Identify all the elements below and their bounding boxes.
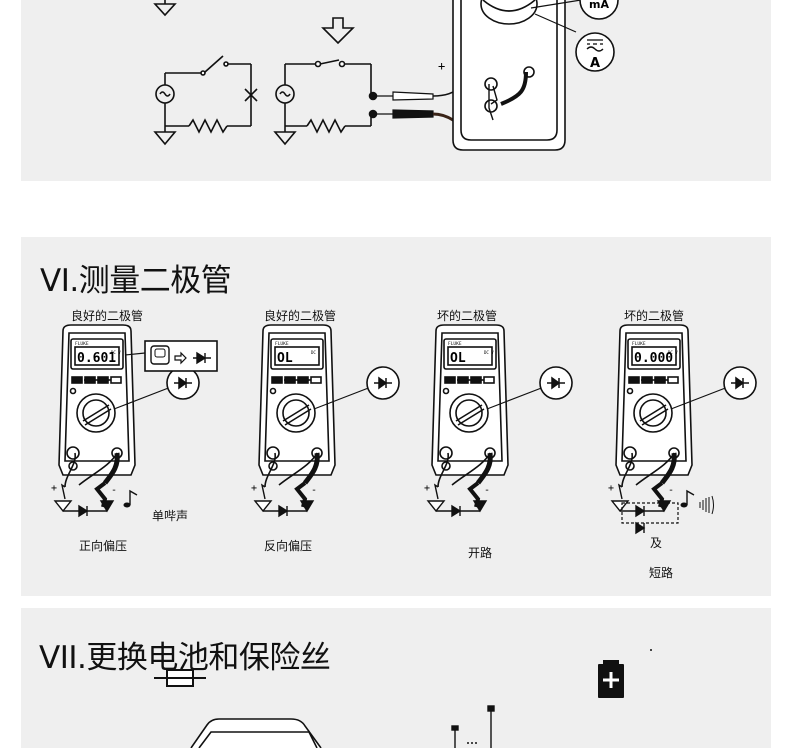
probe-plus-label: + — [251, 483, 257, 494]
probe-plus-label: + — [424, 483, 430, 494]
ground-icon — [153, 131, 177, 146]
diode-symbol-bottom — [451, 504, 462, 518]
diode-case-caption-2: 反向偏压 — [264, 539, 313, 553]
beep-icon — [123, 489, 138, 508]
resistor-icon — [188, 118, 228, 134]
multimeter-diode-case-3: FLUKE OL DC V + — [424, 324, 573, 518]
meter-unit: DC — [311, 350, 316, 355]
meter-reading: 0.000 — [634, 351, 673, 366]
black-probe — [392, 109, 434, 119]
diode-case-title-4: 坏的二极管 — [623, 309, 685, 323]
diode-case-title-3: 坏的二极管 — [436, 309, 498, 323]
current-measurement-illustration: + + - mA A — [153, 0, 619, 151]
probe-minus-label: - — [484, 485, 490, 496]
beep-icon-4 — [680, 489, 695, 508]
multimeter-diode-case-4: FLUKE 0.000 DC V + — [608, 324, 757, 535]
battery-fuse-panel: VII.更换电池和保险丝 — [21, 608, 771, 748]
svg-text:FLUKE: FLUKE — [75, 341, 89, 347]
diode-case-caption-3: 开路 — [468, 546, 493, 560]
down-arrow-icon — [321, 17, 355, 45]
screws-icon — [451, 705, 495, 748]
diode-symbol-bottom — [635, 504, 646, 518]
battery-fuse-illustration — [154, 649, 652, 748]
meter-reading: OL — [450, 351, 466, 366]
diode-case-title-1: 良好的二极管 — [70, 309, 144, 323]
section-title-diode: VI.测量二极管 — [40, 263, 232, 299]
meter-unit: DC V — [668, 350, 678, 355]
arrow-right-icon — [174, 351, 187, 365]
svg-text:FLUKE: FLUKE — [275, 341, 289, 347]
diode-case-title-2: 良好的二极管 — [263, 309, 337, 323]
connector-label: 及 — [650, 536, 663, 550]
amp-label: A — [590, 56, 600, 71]
ground-icon-2 — [273, 131, 297, 146]
svg-text:FLUKE: FLUKE — [632, 341, 646, 347]
ground-symbol-top — [153, 0, 177, 17]
sound-waves-icon — [699, 495, 714, 515]
meter-reading: OL — [277, 351, 293, 366]
probe-plus-label: + — [51, 483, 57, 494]
milliamp-callout — [579, 0, 619, 20]
multimeter-diode-case-2: FLUKE OL DC + — [251, 324, 400, 518]
diode-case-caption-4: 短路 — [649, 566, 674, 580]
meter-reading: 0.601 — [77, 351, 116, 366]
dot-mark — [650, 649, 652, 651]
red-probe — [392, 91, 434, 101]
milliamp-label: mA — [589, 0, 609, 11]
diode-case-caption-1: 正向偏压 — [79, 539, 128, 553]
beep-label: 单哔声 — [152, 509, 189, 523]
meter-unit: DC V — [484, 350, 494, 355]
short-circuit-box — [621, 502, 679, 524]
meter-bottom-cropped — [452, 0, 566, 151]
circuit-open-switch — [153, 55, 258, 146]
multimeter-diode-case-1: FLUKE 0.601 DC V + — [51, 324, 218, 518]
amp-callout — [575, 32, 615, 72]
fuse-icon — [154, 669, 206, 687]
svg-text:FLUKE: FLUKE — [448, 341, 462, 347]
probe-plus-label: + — [608, 483, 614, 494]
resistor-icon-2 — [306, 118, 346, 134]
diode-symbol-bottom — [278, 504, 289, 518]
probe-minus-label: - — [111, 485, 117, 496]
probe-minus-label: - — [311, 485, 317, 496]
diode-measurement-panel: VI.测量二极管 良好的二极管 FLUKE 0.601 — [21, 237, 771, 596]
probe-plus-top: + — [438, 59, 445, 73]
meter-unit: DC V — [111, 350, 121, 355]
probe-minus-label: - — [668, 485, 674, 496]
circuit-with-meter — [273, 17, 378, 146]
meter-case-top-cropped — [190, 718, 322, 748]
battery-icon — [598, 660, 624, 698]
diode-symbol-bottom — [78, 504, 89, 518]
current-measurement-panel: + + - mA A — [21, 0, 771, 181]
